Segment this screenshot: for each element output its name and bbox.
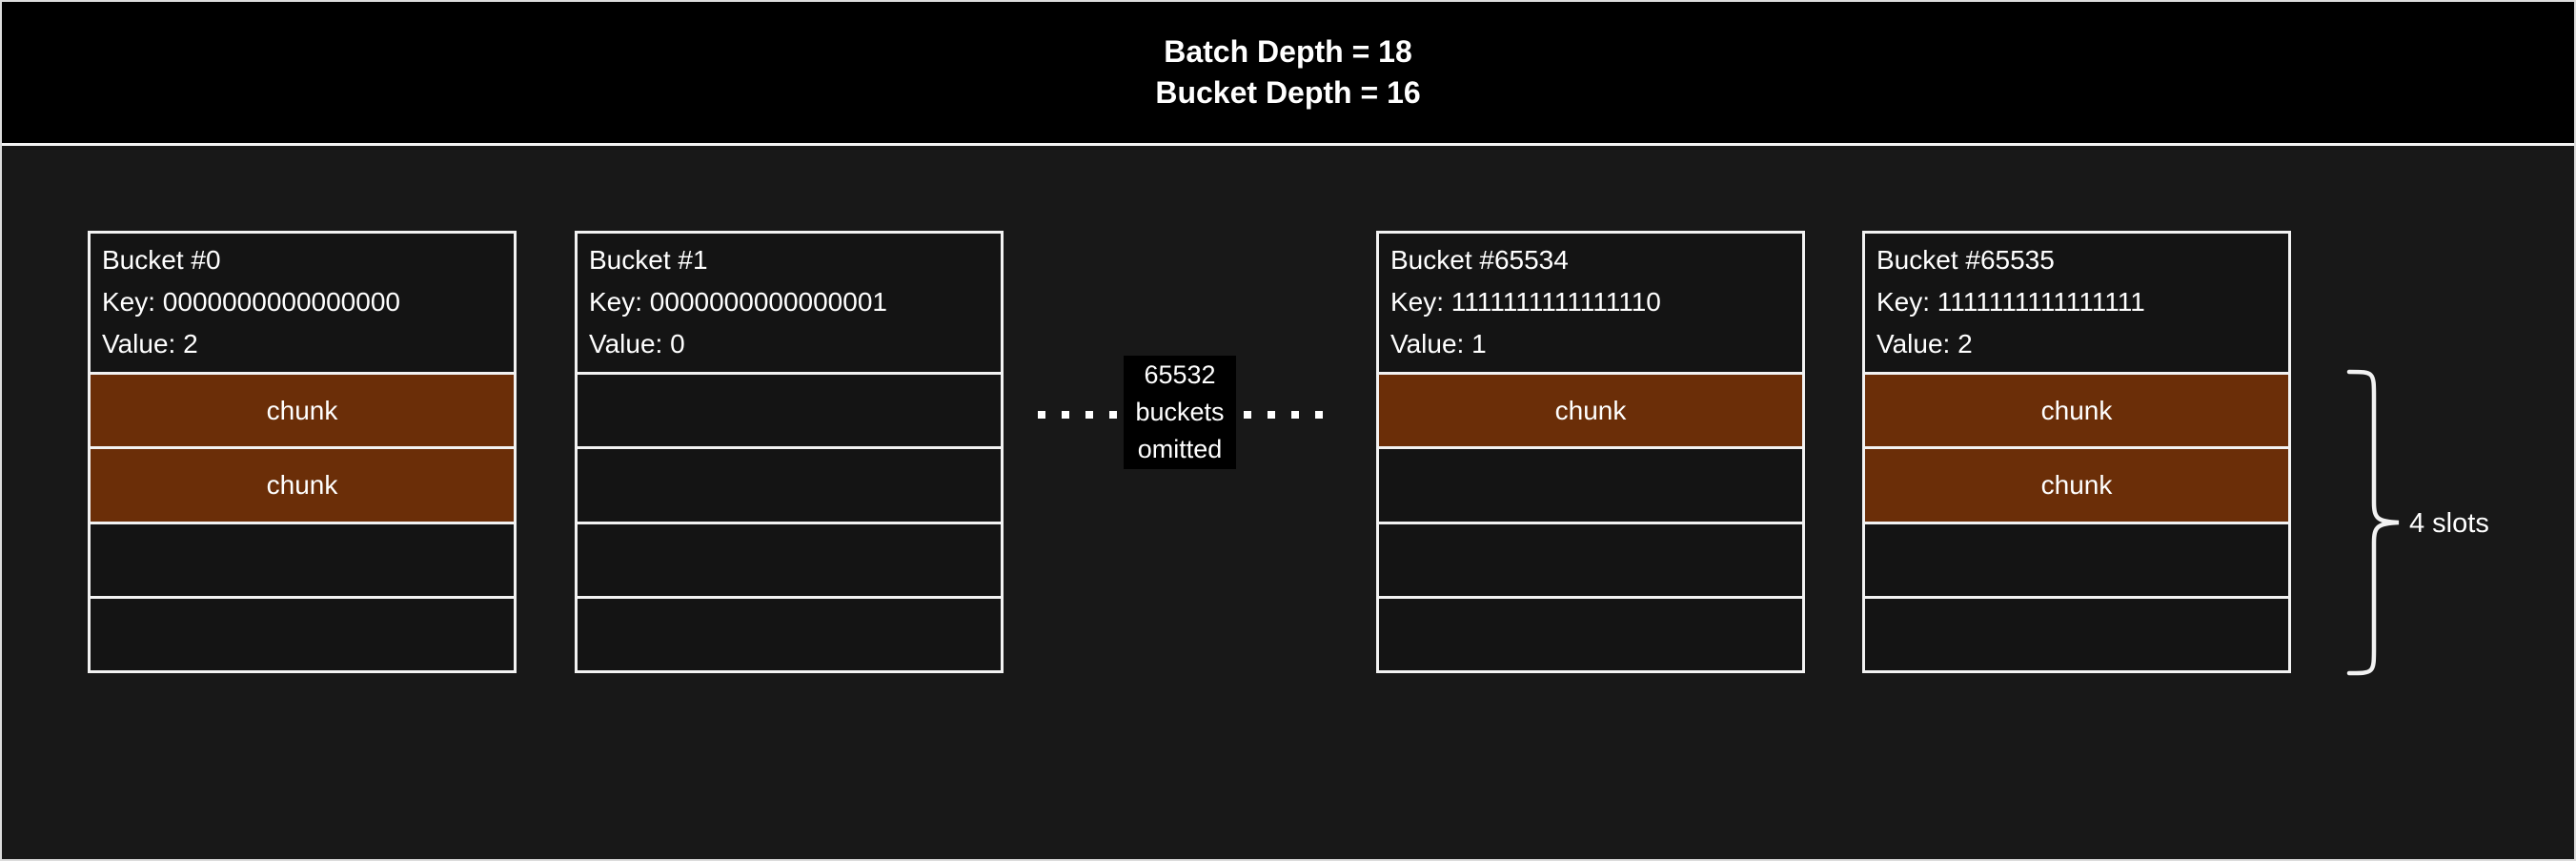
dot [1268,411,1275,419]
bucket-name: Bucket #65534 [1390,245,1569,275]
chunk-label: chunk [266,469,338,500]
bucket-0-slot-0: chunk [91,372,514,447]
bucket-65534-slot-2 [1379,521,1802,596]
bucket-65535-header: Bucket #65535 Key: 1111111111111111 Valu… [1865,234,2288,372]
bucket-0-header: Bucket #0 Key: 0000000000000000 Value: 2 [91,234,514,372]
bucket-value: Value: 2 [102,329,198,359]
omitted-word-buckets: buckets [1135,398,1225,426]
bucket-65534: Bucket #65534 Key: 1111111111111110 Valu… [1376,231,1805,673]
bucket-65534-slot-3 [1379,595,1802,670]
bucket-depth-label: Bucket Depth = 16 [1155,75,1421,110]
ellipsis-dots-left [1038,411,1117,419]
curly-brace-icon [2346,369,2400,676]
chunk-label: chunk [2040,469,2113,500]
omitted-count: 65532 [1144,360,1216,389]
bucket-1-slot-1 [578,446,1001,521]
bucket-65534-slot-1 [1379,446,1802,521]
dot [1315,411,1323,419]
bucket-1-slot-2 [578,521,1001,596]
bucket-key: Key: 1111111111111111 [1876,287,2145,317]
dot [1085,411,1093,419]
bucket-65535-slot-1: chunk [1865,446,2288,522]
bucket-0: Bucket #0 Key: 0000000000000000 Value: 2… [88,231,517,673]
omitted-word-omitted: omitted [1137,435,1223,463]
bucket-value: Value: 1 [1390,329,1487,359]
bucket-name: Bucket #1 [589,245,708,275]
bucket-1: Bucket #1 Key: 0000000000000001 Value: 0 [575,231,1004,673]
dot [1244,411,1251,419]
bucket-65535-slot-0: chunk [1865,372,2288,447]
bucket-65535-slot-3 [1865,595,2288,670]
chunk-label: chunk [1554,395,1627,425]
dot [1109,411,1117,419]
bucket-65534-header: Bucket #65534 Key: 1111111111111110 Valu… [1379,234,1802,372]
bucket-key: Key: 0000000000000000 [102,287,400,317]
bucket-0-slot-3 [91,595,514,670]
bucket-value: Value: 0 [589,329,685,359]
omitted-buckets-label: 65532 buckets omitted [1124,356,1236,469]
bucket-65535-slot-2 [1865,521,2288,596]
chunk-label: chunk [2040,395,2113,425]
bucket-1-header: Bucket #1 Key: 0000000000000001 Value: 0 [578,234,1001,372]
dot [1291,411,1299,419]
bucket-0-slot-2 [91,521,514,596]
bucket-1-slot-0 [578,372,1001,446]
bucket-name: Bucket #65535 [1876,245,2055,275]
bucket-name: Bucket #0 [102,245,221,275]
batch-depth-label: Batch Depth = 18 [1164,34,1412,69]
slots-annotation: 4 slots [2409,508,2489,539]
bucket-0-slot-1: chunk [91,446,514,522]
bucket-key: Key: 1111111111111110 [1390,287,1661,317]
bucket-1-slot-3 [578,595,1001,670]
ellipsis-dots-right [1244,411,1323,419]
dot [1038,411,1045,419]
header-banner: Batch Depth = 18 Bucket Depth = 16 [2,2,2574,146]
chunk-label: chunk [266,395,338,425]
bucket-value: Value: 2 [1876,329,1973,359]
bucket-65534-slot-0: chunk [1379,372,1802,447]
bucket-key: Key: 0000000000000001 [589,287,887,317]
dot [1062,411,1069,419]
bucket-65535: Bucket #65535 Key: 1111111111111111 Valu… [1862,231,2291,673]
